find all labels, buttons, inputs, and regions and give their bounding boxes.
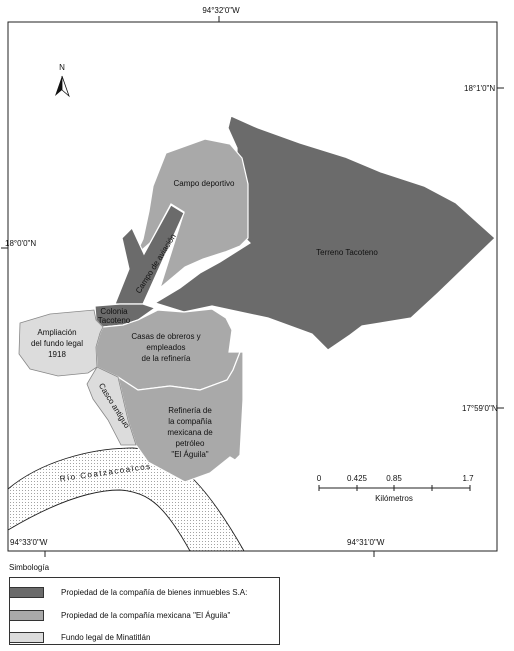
scale-tick-0: 0 [317, 474, 322, 483]
label-colonia-line-1: Colonia [100, 307, 128, 316]
legend-item-fundo-legal: Fundo legal de Minatitlán [9, 630, 150, 644]
left-latitude-label: 18°0'0"N [5, 239, 36, 248]
top-longitude-label: 94°32'0"W [202, 6, 240, 15]
legend-label: Fundo legal de Minatitlán [61, 632, 151, 642]
north-arrow-icon: N [55, 63, 70, 98]
area-campo-deportivo [134, 138, 249, 290]
legend-swatch-dark [9, 586, 44, 598]
legend-title: Simbología [9, 563, 50, 572]
right-latitude-top-label: 18°1'0"N [464, 84, 495, 93]
label-ampliacion-line-2: del fundo legal [31, 339, 83, 348]
label-refineria-line-2: la compañía [168, 417, 212, 426]
north-label: N [59, 63, 65, 72]
label-ampliacion-line-1: Ampliación [37, 328, 76, 337]
legend-swatch-light [9, 631, 44, 643]
legend-label: Propiedad de la compañía mexicana "El Ág… [61, 610, 231, 620]
legend-box [9, 577, 280, 645]
scale-bar: 0 0.425 0.85 1.7 Kilómetros [317, 474, 474, 503]
scale-tick-2: 0.85 [386, 474, 402, 483]
right-latitude-bottom-label: 17°59'0"N [462, 404, 498, 413]
label-refineria-line-4: petróleo [176, 439, 205, 448]
label-casas-line-1: Casas de obreros y [131, 332, 200, 341]
legend-item-bienes-inmuebles: Propiedad de la compañía de bienes inmue… [9, 585, 247, 599]
area-refineria [117, 351, 244, 483]
label-refineria-line-3: mexicana de [167, 428, 213, 437]
label-colonia-line-2: Tacoteno [98, 316, 131, 325]
area-casco-antiguo [86, 366, 137, 446]
scale-tick-3: 1.7 [462, 474, 474, 483]
label-terreno-tacoteno: Terreno Tacoteno [316, 248, 378, 257]
label-refineria-line-5: "El Águila" [171, 450, 208, 459]
scale-unit: Kilómetros [375, 494, 413, 503]
legend-item-el-aguila: Propiedad de la compañía mexicana "El Ág… [9, 608, 230, 622]
label-casas-line-2: empleados [146, 343, 185, 352]
label-ampliacion-line-3: 1918 [48, 350, 66, 359]
legend-swatch-medium [9, 609, 44, 621]
label-campo-deportivo: Campo deportivo [174, 179, 235, 188]
bottom-longitude-right-label: 94°31'0"W [347, 538, 385, 547]
bottom-longitude-left-label: 94°33'0"W [10, 538, 48, 547]
area-ampliacion-fundo-legal [18, 309, 104, 377]
label-casas-line-3: de la refinería [142, 354, 191, 363]
scale-tick-1: 0.425 [347, 474, 368, 483]
legend-label: Propiedad de la compañía de bienes inmue… [61, 587, 248, 597]
label-refineria-line-1: Refinería de [168, 406, 212, 415]
